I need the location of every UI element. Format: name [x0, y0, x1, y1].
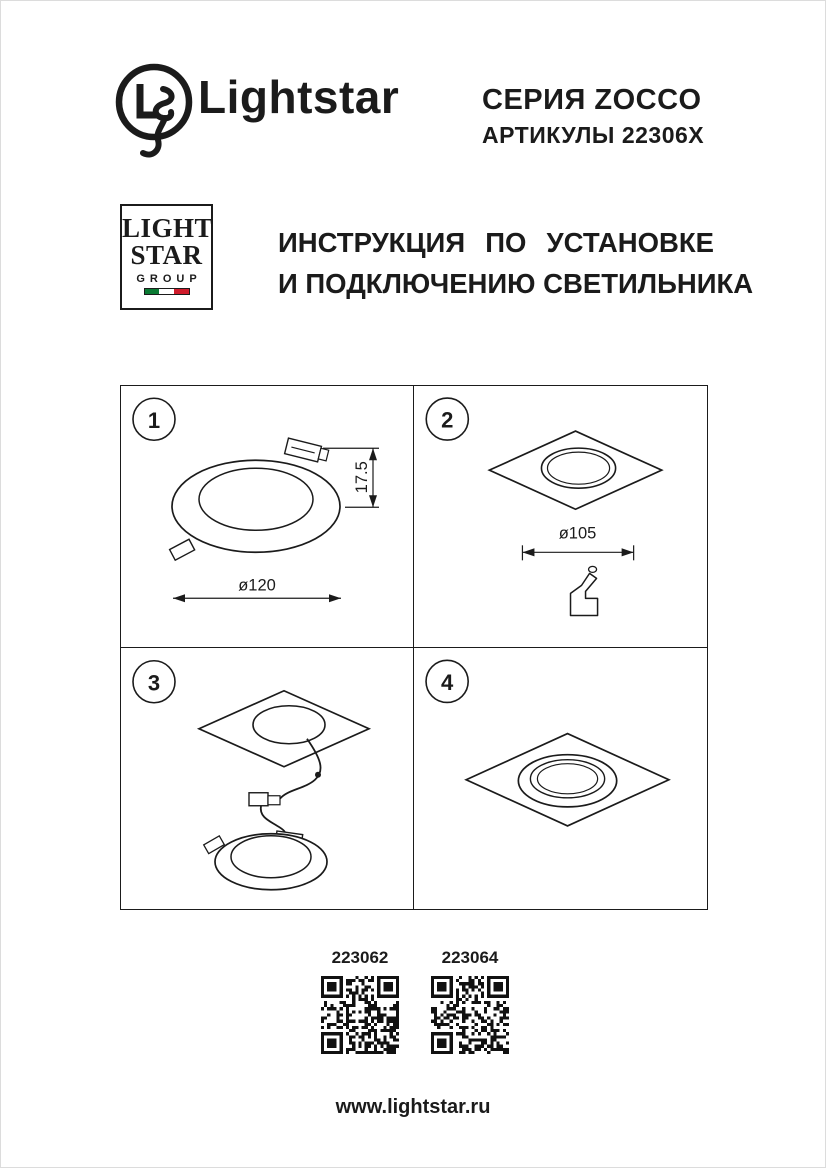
website-url: www.lightstar.ru	[335, 1096, 491, 1118]
cutout-hole	[252, 704, 326, 745]
step-4-drawing: 4	[425, 659, 671, 827]
step-number: 3	[148, 670, 160, 695]
italian-flag-icon	[143, 288, 190, 295]
articles-line: АРТИКУЛЫ 22306X	[482, 122, 705, 148]
step-panel-2: 2 ø105	[414, 386, 707, 648]
qr-code	[431, 976, 509, 1054]
dimension-cutout-label: ø105	[559, 523, 597, 542]
step-number: 4	[441, 669, 454, 694]
wire-connector	[248, 791, 269, 806]
page-title-line1: ИНСТРУКЦИЯ ПО УСТАНОВКЕ	[278, 227, 714, 258]
series-block: СЕРИЯ ZOCCO АРТИКУЛЫ 22306X	[482, 84, 722, 149]
dimension-diameter-label: ø120	[238, 576, 276, 594]
cutting-tool-icon	[569, 565, 599, 617]
step-number-badge	[132, 659, 176, 704]
dimension-cutout: ø105	[521, 523, 635, 561]
dimension-diameter: ø120	[173, 576, 341, 603]
installation-steps-grid: 1 17.5	[120, 385, 708, 910]
page-title-line2: И ПОДКЛЮЧЕНИЮ СВЕТИЛЬНИКА	[278, 268, 754, 299]
brand-wordmark: Lightstar	[198, 71, 400, 123]
logo-box-group: GROUP	[136, 273, 202, 285]
step-number-badge	[132, 397, 176, 442]
lightstar-bulb-icon	[115, 63, 193, 158]
step-1-drawing: 1 17.5	[132, 397, 379, 603]
page-title: ИНСТРУКЦИЯ ПО УСТАНОВКЕ И ПОДКЛЮЧЕНИЮ СВ…	[278, 222, 754, 304]
cutout-hole-inner	[546, 451, 611, 485]
dimension-height: 17.5	[323, 447, 379, 508]
qr-code	[321, 976, 399, 1054]
junction-box	[283, 437, 330, 463]
downlight-lens	[230, 834, 312, 878]
step-number-badge	[425, 397, 470, 441]
step-panel-3: 3	[121, 647, 414, 909]
series-title: СЕРИЯ ZOCCO	[482, 84, 702, 116]
step-3-drawing: 3	[132, 659, 372, 891]
logo-box-light: LIGHT	[122, 213, 214, 243]
article-number-2: 223064	[441, 948, 499, 967]
downlight-lens	[198, 467, 314, 531]
lightstar-group-logo: LIGHT STAR GROUP	[120, 204, 213, 310]
logo-box-star: STAR	[130, 240, 203, 270]
spring-clip	[168, 538, 196, 562]
step-number: 1	[148, 408, 160, 433]
step-number-badge	[425, 659, 469, 703]
supply-wire	[248, 737, 322, 837]
step-number: 2	[441, 408, 453, 433]
spring-clip	[202, 834, 226, 854]
step-panel-1: 1 17.5	[121, 386, 414, 648]
dimension-height-label: 17.5	[353, 461, 371, 493]
step-2-drawing: 2 ø105	[425, 397, 664, 617]
step-panel-4: 4	[414, 648, 707, 910]
article-number-1: 223062	[331, 948, 389, 967]
installed-lens-inner	[536, 762, 599, 794]
